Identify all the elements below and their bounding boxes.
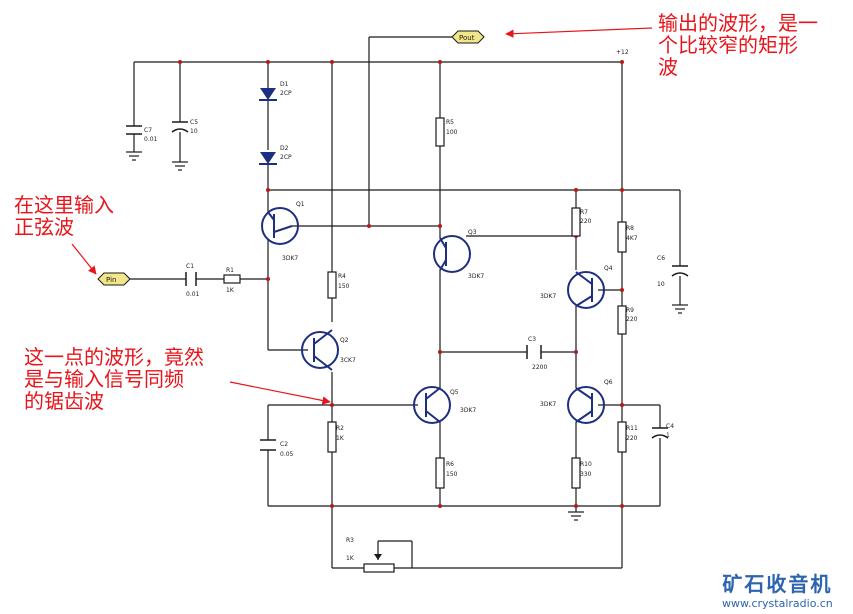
capacitor-c3 bbox=[526, 345, 542, 359]
c2-ref: C2 bbox=[280, 441, 288, 448]
q6-value: 3DK7 bbox=[540, 401, 556, 408]
annotation-line: 的锯齿波 bbox=[24, 389, 104, 413]
annotation-line: 个比较窄的矩形 bbox=[658, 33, 798, 57]
q6-ref: Q6 bbox=[604, 379, 613, 386]
capacitor-c6 bbox=[671, 265, 689, 277]
d2-value: 2CP bbox=[280, 154, 292, 161]
watermark-url: www.crystalradio.cn bbox=[722, 597, 833, 610]
c7-value: 0.01 bbox=[144, 136, 158, 143]
r8-value: 4K7 bbox=[626, 235, 638, 242]
c4-ref: C4 bbox=[666, 423, 674, 430]
port-pin: Pin bbox=[97, 272, 131, 286]
q5-ref: Q5 bbox=[450, 389, 459, 396]
port-pin-label: Pin bbox=[106, 276, 116, 284]
diode-d2: D2 2CP bbox=[259, 145, 292, 165]
capacitor-c7: C7 0.01 bbox=[126, 125, 158, 143]
r2-value: 1K bbox=[336, 435, 345, 442]
r3-wiper bbox=[374, 554, 382, 560]
resistors bbox=[223, 117, 627, 573]
q2-value: 3CK7 bbox=[340, 357, 356, 364]
r1-value: 1K bbox=[226, 287, 235, 294]
q4-ref: Q4 bbox=[604, 265, 613, 272]
r6-value: 150 bbox=[446, 471, 458, 478]
r5-ref: R5 bbox=[446, 119, 454, 126]
r10-ref: R10 bbox=[580, 461, 592, 468]
r9-ref: R9 bbox=[626, 307, 634, 314]
r4-value: 150 bbox=[338, 283, 350, 290]
supply-label: +12 bbox=[616, 49, 629, 56]
r2-ref: R2 bbox=[336, 425, 344, 432]
watermark-logo: 矿石收音机 www.crystalradio.cn bbox=[722, 568, 833, 610]
r11-ref: R11 bbox=[626, 425, 638, 432]
q4-value: 3DK7 bbox=[540, 293, 556, 300]
transistor-q4 bbox=[567, 271, 605, 309]
r9-value: 220 bbox=[626, 316, 638, 323]
port-pout: Pout bbox=[451, 30, 485, 44]
r3-ref: R3 bbox=[346, 537, 354, 544]
q3-value: 3DK7 bbox=[468, 273, 484, 280]
annotation-line: 波 bbox=[658, 55, 678, 79]
c1-value: 0.01 bbox=[186, 291, 200, 298]
q1-value: 3DK7 bbox=[282, 255, 298, 262]
annotation-arrows bbox=[71, 27, 653, 405]
q3-ref: Q3 bbox=[468, 229, 477, 236]
r3-value: 1K bbox=[346, 555, 355, 562]
c5-value: 10 bbox=[190, 128, 198, 135]
d1-ref: D1 bbox=[280, 81, 289, 88]
r6-ref: R6 bbox=[446, 461, 454, 468]
annotation-line: 正弦波 bbox=[14, 215, 74, 239]
diode-d1: D1 2CP bbox=[259, 81, 292, 101]
c6-value: 10 bbox=[657, 281, 665, 288]
q5-value: 3DK7 bbox=[460, 407, 476, 414]
transistor-q6 bbox=[567, 386, 605, 424]
c1-ref: C1 bbox=[186, 263, 194, 270]
q2-ref: Q2 bbox=[340, 337, 349, 344]
annotation-line: 输出的波形，是一 bbox=[658, 11, 818, 35]
transistor-q3 bbox=[433, 235, 471, 273]
c3-value: 2200 bbox=[532, 364, 547, 371]
d1-value: 2CP bbox=[280, 90, 292, 97]
annotation-line: 在这里输入 bbox=[14, 193, 114, 217]
c3-ref: C3 bbox=[528, 336, 536, 343]
capacitor-c5: C5 10 bbox=[171, 119, 198, 135]
transistor-q5 bbox=[413, 386, 451, 424]
c2-value: 0.05 bbox=[280, 451, 294, 458]
capacitor-c1 bbox=[185, 272, 197, 286]
junction-dots bbox=[178, 60, 624, 508]
annotation-input-sine: 在这里输入 正弦波 bbox=[14, 194, 114, 238]
r1-ref: R1 bbox=[226, 267, 234, 274]
c5-ref: C5 bbox=[190, 119, 198, 126]
port-pout-label: Pout bbox=[459, 34, 475, 42]
ground-symbols bbox=[126, 151, 688, 521]
r4-ref: R4 bbox=[338, 273, 346, 280]
r11-value: 220 bbox=[626, 435, 638, 442]
c6-ref: C6 bbox=[657, 255, 665, 262]
transistor-q2 bbox=[301, 329, 339, 371]
r7-ref: R7 bbox=[580, 209, 588, 216]
annotation-line: 这一点的波形，竟然 bbox=[24, 345, 204, 369]
wires bbox=[130, 36, 681, 569]
capacitor-c2 bbox=[260, 439, 276, 451]
annotation-sawtooth-point: 这一点的波形，竟然 是与输入信号同频 的锯齿波 bbox=[24, 346, 204, 412]
r10-value: 330 bbox=[580, 471, 592, 478]
annotation-output-wave: 输出的波形，是一 个比较窄的矩形 波 bbox=[658, 12, 818, 78]
r8-ref: R8 bbox=[626, 225, 634, 232]
watermark-title: 矿石收音机 bbox=[722, 572, 833, 596]
capacitor-c4 bbox=[651, 427, 669, 439]
annotation-line: 是与输入信号同频 bbox=[24, 367, 184, 391]
r5-value: 100 bbox=[446, 129, 458, 136]
d2-ref: D2 bbox=[280, 145, 289, 152]
c7-ref: C7 bbox=[144, 127, 152, 134]
q1-ref: Q1 bbox=[296, 201, 305, 208]
c4-value: 1 bbox=[666, 432, 670, 439]
r7-value: 220 bbox=[580, 218, 592, 225]
transistor-q1 bbox=[261, 207, 299, 245]
component-labels: Q1 3DK7 Q2 3CK7 Q3 3DK7 Q4 3DK7 Q5 3DK7 … bbox=[186, 49, 674, 562]
